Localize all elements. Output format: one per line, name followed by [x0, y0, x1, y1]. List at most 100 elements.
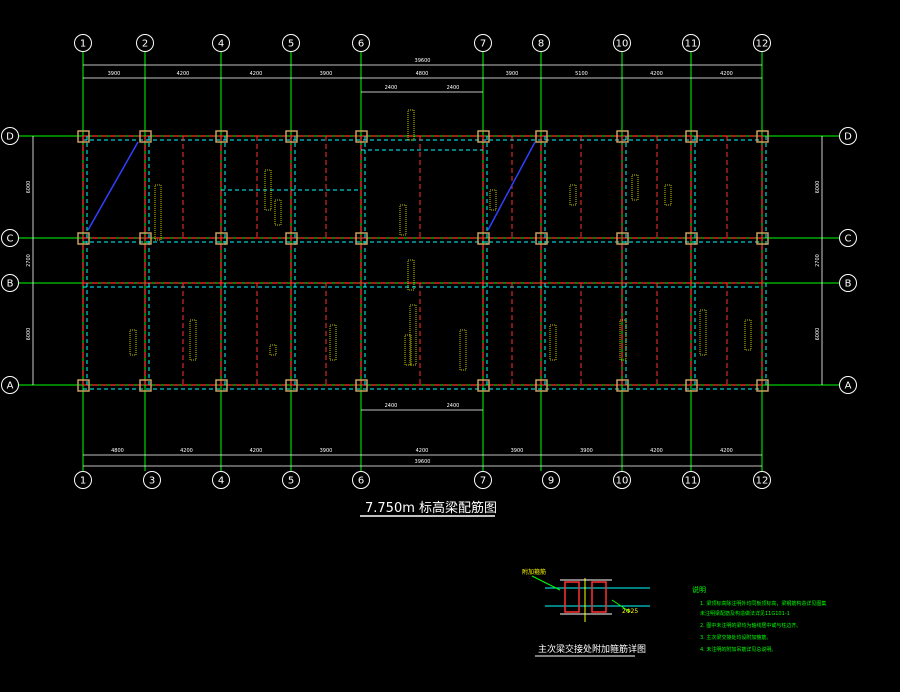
dim-top-1: 4200 — [177, 71, 190, 77]
axis-right-0-circle — [839, 127, 857, 145]
beam-label-mark-7 — [631, 174, 639, 201]
beam-label-mark-9 — [407, 259, 415, 291]
axis-top-4-label: 6 — [358, 39, 364, 50]
axis-top-9-label: 12 — [756, 39, 769, 50]
notes-heading: 说明 — [692, 585, 706, 594]
axis-bottom-3-label: 5 — [288, 476, 294, 487]
axis-bottom-1-label: 3 — [149, 476, 155, 487]
dim-bottom-8: 4200 — [720, 448, 733, 454]
column-5-1 — [477, 232, 490, 245]
column-7-0 — [616, 130, 629, 143]
axis-right-2-circle — [839, 274, 857, 292]
beam-label-mark-4 — [399, 204, 407, 236]
detail-label-left: 附加箍筋 — [522, 568, 546, 576]
beam-label-mark-19 — [699, 309, 707, 356]
dim-bottom-0: 4800 — [111, 448, 124, 454]
beam-labels — [129, 109, 752, 371]
dim-total-top: 39600 — [415, 58, 431, 64]
column-5-0 — [477, 130, 490, 143]
stair-diag-left — [87, 141, 139, 231]
axis-bottom-7-circle — [613, 471, 631, 489]
plan-title: 7.750m 标高梁配筋图 — [365, 500, 497, 516]
dim-top-7: 4200 — [650, 71, 663, 77]
notes-item-3: 2. 图中未注明的梁均为轴线居中或与柱边齐。 — [700, 622, 801, 629]
axis-bottom-0-label: 1 — [80, 476, 86, 487]
axis-left-3-circle — [1, 376, 19, 394]
axis-top-9-circle — [753, 34, 771, 52]
dim-top-3: 3900 — [320, 71, 333, 77]
axis-right-2-label: B — [845, 279, 852, 290]
axis-left-2-circle — [1, 274, 19, 292]
notes-block: 说明 1. 梁顶标高除注明外均同板顶标高，梁钢筋构造详见图集 未注明梁配筋及构造… — [692, 585, 826, 653]
dim-bottom-2: 4200 — [250, 448, 263, 454]
axis-bottom-4-circle — [352, 471, 370, 489]
dim-right-1: 2700 — [815, 254, 821, 267]
column-9-1 — [756, 232, 769, 245]
stair-diag-right — [487, 141, 536, 231]
axis-right-3-label: A — [845, 381, 852, 392]
dim-mid-bottom-1: 2400 — [447, 403, 460, 409]
notes-item-4: 3. 主次梁交接处均设附加箍筋。 — [700, 634, 771, 641]
column-7-3 — [616, 379, 629, 392]
beam-label-mark-18 — [619, 319, 627, 361]
dim-top-2: 4200 — [250, 71, 263, 77]
axis-bottom-6-label: 9 — [548, 476, 554, 487]
axis-right-1-label: C — [845, 234, 852, 245]
detail-drawing: 附加箍筋 2Φ25 — [522, 568, 650, 622]
column-0-0 — [77, 130, 90, 143]
axis-bottom-1-circle — [143, 471, 161, 489]
dim-bottom-3: 3900 — [320, 448, 333, 454]
axis-top-5-circle — [474, 34, 492, 52]
axis-top-8-circle — [682, 34, 700, 52]
beam-label-mark-16 — [459, 329, 467, 371]
columns — [77, 130, 769, 392]
dim-bottom-4: 4200 — [416, 448, 429, 454]
column-1-0 — [139, 130, 152, 143]
column-7-1 — [616, 232, 629, 245]
axis-top-1-circle — [136, 34, 154, 52]
beam-label-mark-0 — [154, 184, 162, 241]
column-9-0 — [756, 130, 769, 143]
dim-mid-bottom-0: 2400 — [385, 403, 398, 409]
dim-right-0: 6000 — [815, 181, 821, 194]
dim-bottom-6: 3900 — [580, 448, 593, 454]
column-4-1 — [355, 232, 368, 245]
dim-mid-top-0: 2400 — [385, 85, 398, 91]
notes-item-2: 未注明梁配筋及构造做法详见11G101-1 — [700, 610, 790, 617]
axis-left-2-label: B — [7, 279, 14, 290]
beam-label-mark-2 — [274, 199, 282, 226]
axis-bottom-2-circle — [212, 471, 230, 489]
dim-bottom-7: 4200 — [650, 448, 663, 454]
grid-lines — [19, 52, 839, 471]
column-8-0 — [685, 130, 698, 143]
dim-top-5: 3900 — [506, 71, 519, 77]
column-3-0 — [285, 130, 298, 143]
dim-right-2: 6000 — [815, 328, 821, 341]
column-3-3 — [285, 379, 298, 392]
beam-label-mark-15 — [404, 334, 412, 366]
axis-left-1-circle — [1, 229, 19, 247]
beam-label-mark-8 — [664, 184, 672, 206]
dim-top-8: 4200 — [720, 71, 733, 77]
axis-top-2-circle — [212, 34, 230, 52]
notes-item-1: 1. 梁顶标高除注明外均同板顶标高，梁钢筋构造详见图集 — [700, 600, 826, 607]
axis-right-3-circle — [839, 376, 857, 394]
dim-left-0: 6000 — [26, 181, 32, 194]
beam-label-mark-20 — [744, 319, 752, 351]
axis-top-7-label: 10 — [616, 39, 629, 50]
column-0-3 — [77, 379, 90, 392]
axis-bottom-9-circle — [753, 471, 771, 489]
column-3-1 — [285, 232, 298, 245]
axis-top-7-circle — [613, 34, 631, 52]
column-8-3 — [685, 379, 698, 392]
beams — [82, 135, 767, 390]
dim-bottom-1: 4200 — [180, 448, 193, 454]
axis-left-3-label: A — [7, 381, 14, 392]
axis-top-5-label: 7 — [480, 39, 486, 50]
beam-label-mark-12 — [189, 319, 197, 361]
axis-top-8-label: 11 — [685, 39, 698, 50]
column-8-1 — [685, 232, 698, 245]
axis-bottom-0-circle — [74, 471, 92, 489]
